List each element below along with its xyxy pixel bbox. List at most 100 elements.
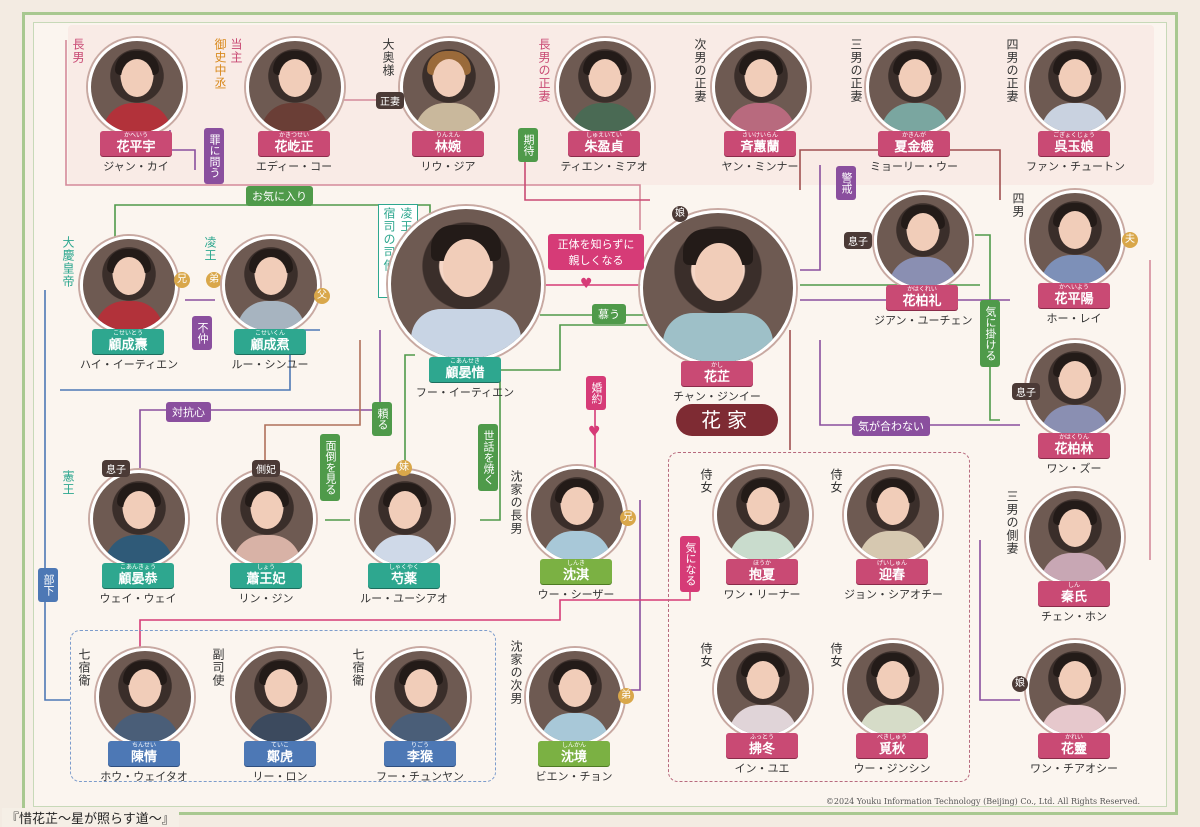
portrait-hai <box>80 236 178 334</box>
character-lee[interactable]: ていこ鄭虎 リー・ロン <box>232 648 330 784</box>
name-badge-wan: かはくりん花柏林 <box>1038 433 1110 458</box>
page-title: 『惜花芷～星が照らす道～』 <box>2 808 179 827</box>
portrait-yin <box>714 640 812 738</box>
character-wan[interactable]: かはくりん花柏林 ワン・ズー <box>1026 340 1124 476</box>
label-musume-wangq: 娘 <box>1012 676 1028 692</box>
role-lu: 凌王 <box>203 236 217 262</box>
tag-kitai: 期待 <box>518 128 538 162</box>
label-musuko-wan: 息子 <box>1012 383 1040 400</box>
name-badge-hai: こせいとう顧成燾 <box>92 329 164 354</box>
character-tian[interactable]: しゅえいてい朱盈貞 ティエン・ミアオ <box>556 38 654 174</box>
portrait-tian <box>556 38 654 136</box>
portrait-chen <box>1026 488 1124 586</box>
portrait-fuc <box>372 648 470 746</box>
tag-taikoushin: 対抗心 <box>166 402 211 422</box>
role2-eddie: 御史中丞 <box>213 38 227 90</box>
copyright: ©2024 Youku Information Technology (Beij… <box>825 797 1140 806</box>
name-badge-jiang: かへいう花平宇 <box>100 131 172 156</box>
role-fuc: 七宿衛 <box>351 648 365 687</box>
character-fuc[interactable]: りごう李猴 フー・チュンヤン <box>372 648 470 784</box>
character-fang[interactable]: ごぎょくじょう呉玉娘 ファン・チュートン <box>1026 38 1125 174</box>
heart-icon-2: ♥ <box>588 424 601 440</box>
tag-kininaru: 気になる <box>680 536 700 592</box>
name-badge-fuc: りごう李猴 <box>384 741 456 766</box>
character-zhong[interactable]: げいしゅん迎春 ジョン・シアオチー <box>844 466 943 602</box>
name-badge-hu: こあんせき顧晏惜 <box>429 357 501 382</box>
label-chichi: 父 <box>314 288 330 304</box>
character-wei[interactable]: こあんきょう顧晏恭 ウェイ・ウェイ <box>90 470 188 606</box>
character-hou[interactable]: かへいよう花平陽 ホー・レイ <box>1026 190 1124 326</box>
name-badge-wangq: かれい花靈 <box>1038 733 1110 758</box>
label-musuko-jiaan: 息子 <box>844 232 872 249</box>
actor-lu: ルー・シンユー <box>231 358 309 371</box>
character-wangq[interactable]: かれい花靈 ワン・チアオシー <box>1026 640 1124 776</box>
role-wei: 憲王 <box>61 470 75 496</box>
character-jiaan[interactable]: かはくれい花柏礼 ジアン・ユーチェン <box>874 192 973 328</box>
character-wangli[interactable]: ほうか抱夏 ワン・リーナー <box>714 466 812 602</box>
label-otto: 夫 <box>1122 232 1138 248</box>
portrait-eddie <box>246 38 344 136</box>
character-lin[interactable]: しょう蕭王妃 リン・ジン <box>218 470 316 606</box>
portrait-lu <box>222 236 320 334</box>
role-liu: 大奥様 <box>381 38 395 77</box>
role-zhong: 侍女 <box>829 468 843 494</box>
actor-ruyu: ルー・ユーシアオ <box>360 592 448 605</box>
heart-icon: ♥ <box>580 276 593 292</box>
actor-zhong: ジョン・シアオチー <box>844 588 943 601</box>
role-hai: 大慶皇帝 <box>61 236 75 288</box>
character-hai[interactable]: こせいとう顧成燾 ハイ・イーティエン <box>80 236 178 372</box>
actor-zhang: チャン・ジンイー <box>673 390 761 403</box>
role-fang: 四男の正妻 <box>1005 38 1019 103</box>
label-otouto-shen: 弟 <box>618 688 634 704</box>
actor-wangq: ワン・チアオシー <box>1030 762 1118 775</box>
role-houw: 七宿衛 <box>77 648 91 687</box>
character-wuqi[interactable]: しんき沈淇 ウー・シーザー <box>528 466 626 602</box>
tag-kinikakeru: 気に掛ける <box>980 300 1000 367</box>
name-badge-yin: ふっとう拂冬 <box>726 733 798 758</box>
character-eddie[interactable]: かきつせい花屹正 エディー・コー <box>246 38 344 174</box>
portrait-lee <box>232 648 330 746</box>
portrait-jiang <box>88 38 186 136</box>
character-liu[interactable]: りんえん林婉 リウ・ジア <box>400 38 498 174</box>
tag-sewa: 世話を焼く <box>478 424 498 491</box>
name-badge-zhang: かし花芷 <box>681 361 753 386</box>
label-ani: 兄 <box>174 272 190 288</box>
portrait-zhong <box>844 466 942 564</box>
role-wuqi: 沈家の長男 <box>509 470 523 535</box>
role-lee: 副司使 <box>211 648 225 687</box>
character-yin[interactable]: ふっとう拂冬 イン・ユエ <box>714 640 812 776</box>
character-bian[interactable]: しんかん沈境 ビエン・チョン <box>526 648 624 784</box>
name-badge-lin: しょう蕭王妃 <box>230 563 302 588</box>
name-badge-wangli: ほうか抱夏 <box>726 559 798 584</box>
portrait-liu <box>400 38 498 136</box>
role-bian: 沈家の次男 <box>509 640 523 705</box>
actor-wei: ウェイ・ウェイ <box>99 592 177 605</box>
name-badge-chen: しん秦氏 <box>1038 581 1110 606</box>
name-badge-hou: かへいよう花平陽 <box>1038 283 1110 308</box>
tag-shoutai: 正体を知らずに親しくなる <box>548 234 644 270</box>
role-tian: 長男の正妻 <box>537 38 551 103</box>
actor-yin: イン・ユエ <box>734 762 790 775</box>
role-yan: 次男の正妻 <box>693 38 707 103</box>
character-zhang[interactable]: かし花芷 チャン・ジンイー <box>640 210 796 404</box>
character-jiang[interactable]: かへいう花平宇 ジャン・カイ <box>88 38 186 174</box>
character-lu[interactable]: こせいくん顧成焄 ルー・シンユー <box>222 236 320 372</box>
role-hou: 四男 <box>1011 192 1025 218</box>
role-chen: 三男の側妻 <box>1005 490 1019 555</box>
tag-keikai: 警戒 <box>836 166 856 200</box>
portrait-wangli <box>714 466 812 564</box>
actor-hou: ホー・レイ <box>1046 312 1102 325</box>
character-wujs[interactable]: べきしゅう覓秋 ウー・ジンシン <box>844 640 942 776</box>
character-chen[interactable]: しん秦氏 チェン・ホン <box>1026 488 1124 624</box>
character-miao[interactable]: かきんが夏金娥 ミョーリー・ウー <box>866 38 964 174</box>
character-houw[interactable]: ちんせい陳情 ホウ・ウェイタオ <box>96 648 194 784</box>
role-miao: 三男の正妻 <box>849 38 863 103</box>
label-musuko-wei: 息子 <box>102 460 130 477</box>
character-yan[interactable]: さいけいらん斉蕙蘭 ヤン・ミンナー <box>712 38 810 174</box>
name-badge-tian: しゅえいてい朱盈貞 <box>568 131 640 156</box>
name-badge-wujs: べきしゅう覓秋 <box>856 733 928 758</box>
character-ruyu[interactable]: しゃくやく芍薬 ルー・ユーシアオ <box>356 470 454 606</box>
character-hu[interactable]: こあんせき顧晏惜 フー・イーティエン <box>388 206 544 400</box>
portrait-fang <box>1026 38 1124 136</box>
